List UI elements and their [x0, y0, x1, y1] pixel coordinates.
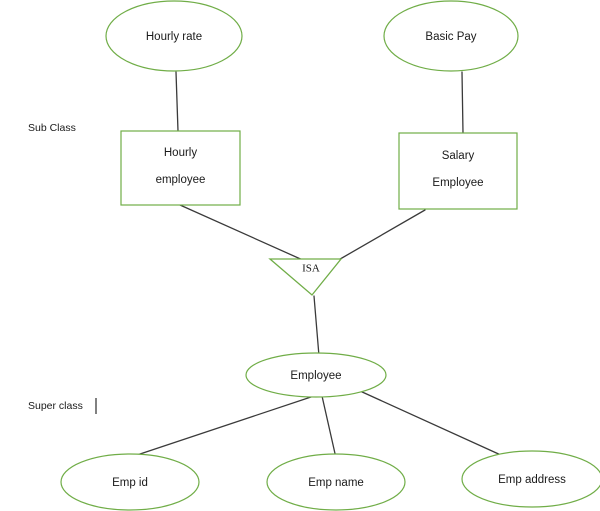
shapes-layer	[60, 0, 600, 511]
side-label-sub-class: Sub Class	[28, 122, 76, 134]
entity-label-line1-hourly-employee: Hourly	[164, 147, 197, 159]
superclass-label-employee: Employee	[290, 370, 341, 382]
connector-salary-employee-to-isa	[334, 209, 426, 263]
superclass-ellipse-employee[interactable]	[245, 352, 387, 398]
entity-box-salary-employee[interactable]	[398, 132, 518, 210]
attribute-label-basic-pay: Basic Pay	[425, 31, 476, 43]
relationship-triangle-isa[interactable]	[268, 258, 343, 296]
attribute-label-emp-id: Emp id	[112, 477, 148, 489]
relationship-label-isa: ISA	[302, 263, 320, 275]
attribute-ellipse-emp-name[interactable]	[266, 453, 406, 511]
side-label-super-class: Super class	[28, 400, 83, 412]
connectors-layer	[127, 71, 504, 459]
attribute-ellipse-emp-id[interactable]	[60, 453, 200, 511]
entity-box-hourly-employee[interactable]	[120, 130, 241, 206]
entity-label-line2-salary-employee: Employee	[432, 177, 483, 189]
attribute-ellipse-emp-address[interactable]	[461, 450, 600, 508]
connector-hourly-employee-to-isa	[179, 204, 306, 262]
connector-hourly-rate-to-hourly-employee	[175, 71, 179, 132]
attribute-label-emp-address: Emp address	[498, 474, 566, 486]
connector-employee-to-emp-id	[127, 395, 315, 459]
attribute-label-hourly-rate: Hourly rate	[146, 31, 202, 43]
attribute-ellipse-hourly-rate[interactable]	[105, 0, 243, 72]
connector-employee-to-emp-name	[321, 395, 337, 459]
entity-label-line1-salary-employee: Salary	[442, 150, 475, 162]
connector-employee-to-emp-address	[359, 390, 504, 457]
attribute-label-emp-name: Emp name	[308, 477, 364, 489]
entity-label-line2-hourly-employee: employee	[156, 174, 206, 186]
connector-isa-to-employee	[313, 295, 320, 357]
attribute-ellipse-basic-pay[interactable]	[383, 0, 519, 72]
connector-basic-pay-to-salary-employee	[461, 71, 464, 134]
